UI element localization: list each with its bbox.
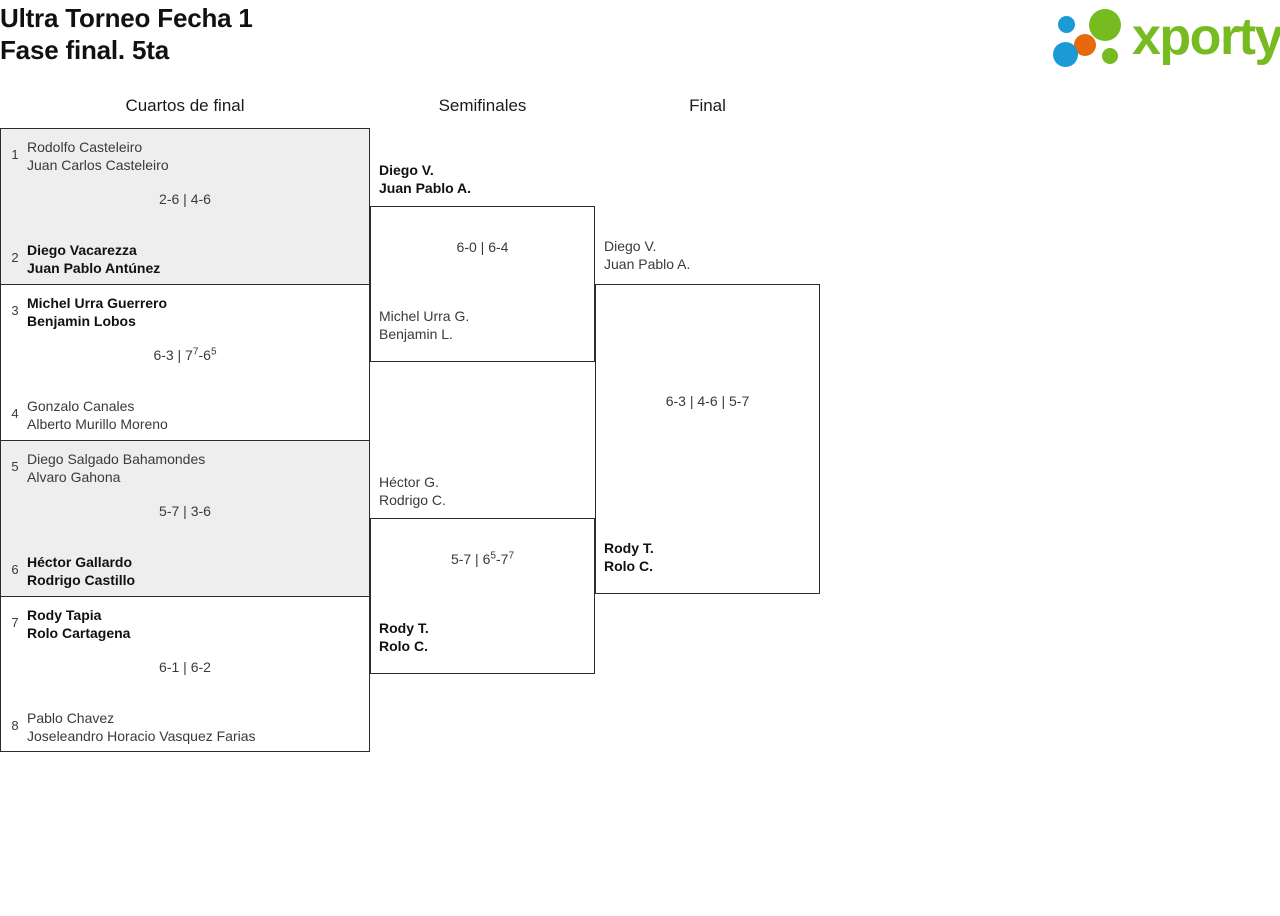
match-qf-3[interactable]: 5 Diego Salgado Bahamondes Alvaro Gahona…: [0, 440, 370, 596]
player-name: Juan Carlos Casteleiro: [27, 157, 169, 173]
xporty-logo[interactable]: xporty: [1050, 6, 1280, 68]
player-name: Rodolfo Casteleiro: [27, 139, 143, 155]
team-top: Diego V. Juan Pablo A.: [604, 237, 813, 273]
team-top: Rodolfo Casteleiro Juan Carlos Casteleir…: [27, 138, 363, 174]
player-name: Juan Pablo A.: [604, 256, 691, 272]
team-bottom: Rody T. Rolo C.: [604, 539, 813, 575]
match-qf-2[interactable]: 3 Michel Urra Guerrero Benjamin Lobos 6-…: [0, 284, 370, 440]
player-name: Rodrigo Castillo: [27, 572, 136, 588]
team-top: Diego V. Juan Pablo A.: [379, 161, 588, 197]
logo-dot-blue-large-icon: [1053, 42, 1078, 67]
match-score: 5-7 | 3-6: [159, 503, 211, 519]
player-name: Joseleandro Horacio Vasquez Farias: [27, 728, 256, 744]
match-score: 6-3 | 4-6 | 5-7: [665, 393, 750, 409]
seed-number: 8: [11, 718, 19, 733]
seed-number: 6: [11, 562, 19, 577]
player-name: Diego Salgado Bahamondes: [27, 451, 206, 467]
team-top: Héctor G. Rodrigo C.: [379, 473, 588, 509]
player-name: Héctor Gallardo: [27, 554, 133, 570]
player-name: Rolo Cartagena: [27, 625, 131, 641]
player-name: Pablo Chavez: [27, 710, 115, 726]
player-name: Michel Urra Guerrero: [27, 295, 168, 311]
tournament-name: Ultra Torneo Fecha 1: [0, 3, 253, 33]
tiebreak-score: 5: [210, 346, 217, 358]
team-bottom: Michel Urra G. Benjamin L.: [379, 307, 588, 343]
player-name: Diego Vacarezza: [27, 242, 137, 258]
player-name: Benjamin Lobos: [27, 313, 136, 329]
player-name: Michel Urra G.: [379, 308, 470, 324]
player-name: Rody T.: [604, 540, 654, 556]
player-name: Benjamin L.: [379, 326, 453, 342]
seed-number: 2: [11, 250, 19, 265]
player-name: Diego V.: [604, 238, 657, 254]
tiebreak-score: 7: [192, 346, 199, 358]
player-name: Rody T.: [379, 620, 429, 636]
player-name: Alvaro Gahona: [27, 469, 121, 485]
match-score: 6-0 | 6-4: [456, 239, 509, 255]
match-qf-1[interactable]: 1 Rodolfo Casteleiro Juan Carlos Castele…: [0, 128, 370, 284]
team-top: Rody Tapia Rolo Cartagena: [27, 606, 363, 642]
tiebreak-score: 7: [508, 550, 515, 562]
tournament-phase: Fase final. 5ta: [0, 35, 169, 65]
seed-number: 1: [11, 147, 19, 162]
logo-dot-green-small-icon: [1102, 48, 1118, 64]
team-top: Michel Urra Guerrero Benjamin Lobos: [27, 294, 363, 330]
team-top: Diego Salgado Bahamondes Alvaro Gahona: [27, 450, 363, 486]
logo-dot-orange-icon: [1074, 34, 1096, 56]
seed-number: 7: [11, 615, 19, 630]
match-final[interactable]: Diego V. Juan Pablo A. 6-3 | 4-6 | 5-7 R…: [595, 238, 820, 594]
player-name: Gonzalo Canales: [27, 398, 135, 414]
player-name: Diego V.: [379, 162, 434, 178]
team-bottom: Héctor Gallardo Rodrigo Castillo: [27, 553, 363, 589]
logo-dot-blue-small-icon: [1058, 16, 1075, 33]
team-bottom: Rody T. Rolo C.: [379, 619, 588, 655]
player-name: Rody Tapia: [27, 607, 102, 623]
match-qf-4[interactable]: 7 Rody Tapia Rolo Cartagena 6-1 | 6-2 8 …: [0, 596, 370, 752]
seed-number: 4: [11, 406, 19, 421]
seed-number: 3: [11, 303, 19, 318]
team-bottom: Gonzalo Canales Alberto Murillo Moreno: [27, 397, 363, 433]
match-sf-2[interactable]: Héctor G. Rodrigo C. 5-7 | 65-77 Rody T.…: [370, 474, 595, 674]
page-title: Ultra Torneo Fecha 1 Fase final. 5ta: [0, 2, 253, 66]
round-header-quarterfinals: Cuartos de final: [125, 96, 245, 115]
match-sf-1[interactable]: Diego V. Juan Pablo A. 6-0 | 6-4 Michel …: [370, 162, 595, 362]
player-name: Héctor G.: [379, 474, 439, 490]
player-name: Alberto Murillo Moreno: [27, 416, 168, 432]
match-score: 5-7 | 65-77: [450, 550, 515, 567]
player-name: Rolo C.: [379, 638, 428, 654]
match-score: 6-3 | 77-65: [153, 346, 217, 363]
match-score: 2-6 | 4-6: [159, 191, 211, 207]
player-name: Juan Pablo A.: [379, 180, 472, 196]
team-bottom: Diego Vacarezza Juan Pablo Antúnez: [27, 241, 363, 277]
player-name: Juan Pablo Antúnez: [27, 260, 161, 276]
player-name: Rolo C.: [604, 558, 653, 574]
seed-number: 5: [11, 459, 19, 474]
bracket: 1 Rodolfo Casteleiro Juan Carlos Castele…: [0, 128, 1280, 768]
logo-dots-icon: [1050, 8, 1134, 67]
tiebreak-score: 5: [490, 550, 496, 562]
round-header-semifinals: Semifinales: [438, 96, 527, 115]
match-score: 6-1 | 6-2: [159, 659, 211, 675]
page-header: Ultra Torneo Fecha 1 Fase final. 5ta xpo…: [0, 0, 1280, 80]
player-name: Rodrigo C.: [379, 492, 446, 508]
team-bottom: Pablo Chavez Joseleandro Horacio Vasquez…: [27, 709, 363, 745]
logo-wordmark: xporty: [1132, 8, 1280, 66]
round-header-final: Final: [689, 96, 726, 115]
logo-dot-green-large-icon: [1089, 9, 1121, 41]
